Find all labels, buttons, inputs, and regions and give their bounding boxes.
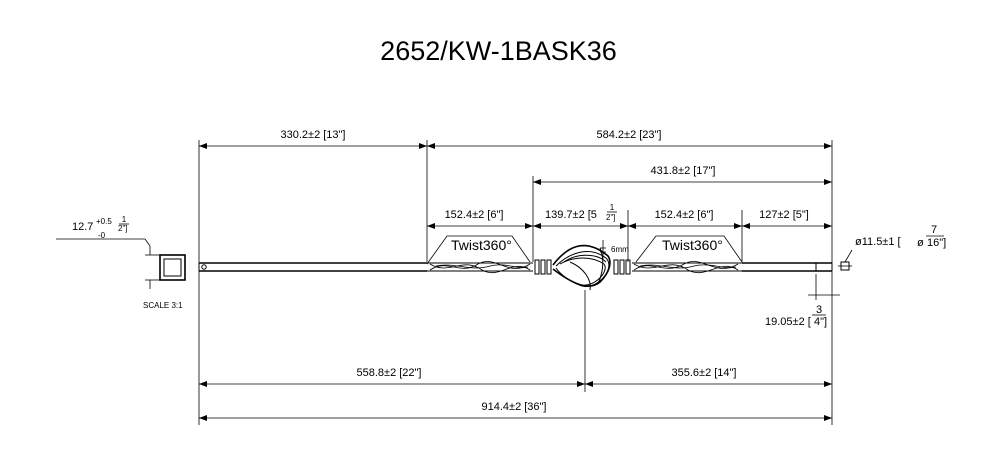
- dim-round-pre: ø: [917, 237, 924, 249]
- square-section: 12.7 +0.5 -0 1 2"] SCALE 3:1: [56, 215, 186, 310]
- dim-6mm: 6mm: [611, 245, 629, 254]
- dim-round: ø11.5±1 [: [855, 236, 901, 248]
- scale-label: SCALE 3:1: [143, 301, 183, 310]
- dim-sq-num: 1: [122, 215, 127, 224]
- main-bar: [198, 244, 833, 291]
- callout-19: 19.05±2 [ 3 4"]: [765, 274, 840, 328]
- dim-139-num: 1: [610, 203, 615, 212]
- dim-558: 558.8±2 [22"]: [357, 367, 422, 379]
- dim-152-left: 152.4±2 [6"]: [445, 209, 504, 221]
- twist-callout-left: Twist360°: [426, 235, 531, 265]
- dim-19-num: 3: [816, 304, 822, 316]
- dim-584: 584.2±2 [23"]: [597, 129, 662, 141]
- dim-914: 914.4±2 [36"]: [482, 401, 547, 413]
- drawing-title: 2652/KW-1BASK36: [380, 36, 617, 66]
- dim-152-right: 152.4±2 [6"]: [655, 209, 714, 221]
- dimension-lines: [199, 143, 832, 421]
- callout-6mm: 6mm: [600, 240, 629, 260]
- dim-round-den: 16"]: [927, 237, 946, 249]
- dim-round-num: 7: [931, 224, 937, 236]
- dim-127: 127±2 [5"]: [759, 209, 809, 221]
- dim-sq-tol-up: +0.5: [96, 217, 112, 226]
- dim-330: 330.2±2 [13"]: [281, 129, 346, 141]
- round-section: ø11.5±1 [ 7 ø 16"]: [838, 224, 946, 271]
- dim-355: 355.6±2 [14"]: [672, 367, 737, 379]
- dim-sq-den: 2"]: [118, 224, 128, 233]
- dim-19: 19.05±2 [: [765, 316, 811, 328]
- dim-sq-tol-dn: -0: [98, 231, 106, 240]
- dim-139: 139.7±2 [5: [545, 209, 597, 221]
- twist-right-label: Twist360°: [662, 237, 723, 253]
- dim-431: 431.8±2 [17"]: [651, 165, 716, 177]
- twist-callout-right: Twist360°: [635, 235, 743, 263]
- twist-left-label: Twist360°: [451, 237, 512, 253]
- dim-sq: 12.7: [72, 221, 93, 233]
- dim-139-den: 2"]: [606, 213, 616, 222]
- extension-lines: [198, 140, 833, 425]
- dim-19-den: 4"]: [814, 316, 827, 328]
